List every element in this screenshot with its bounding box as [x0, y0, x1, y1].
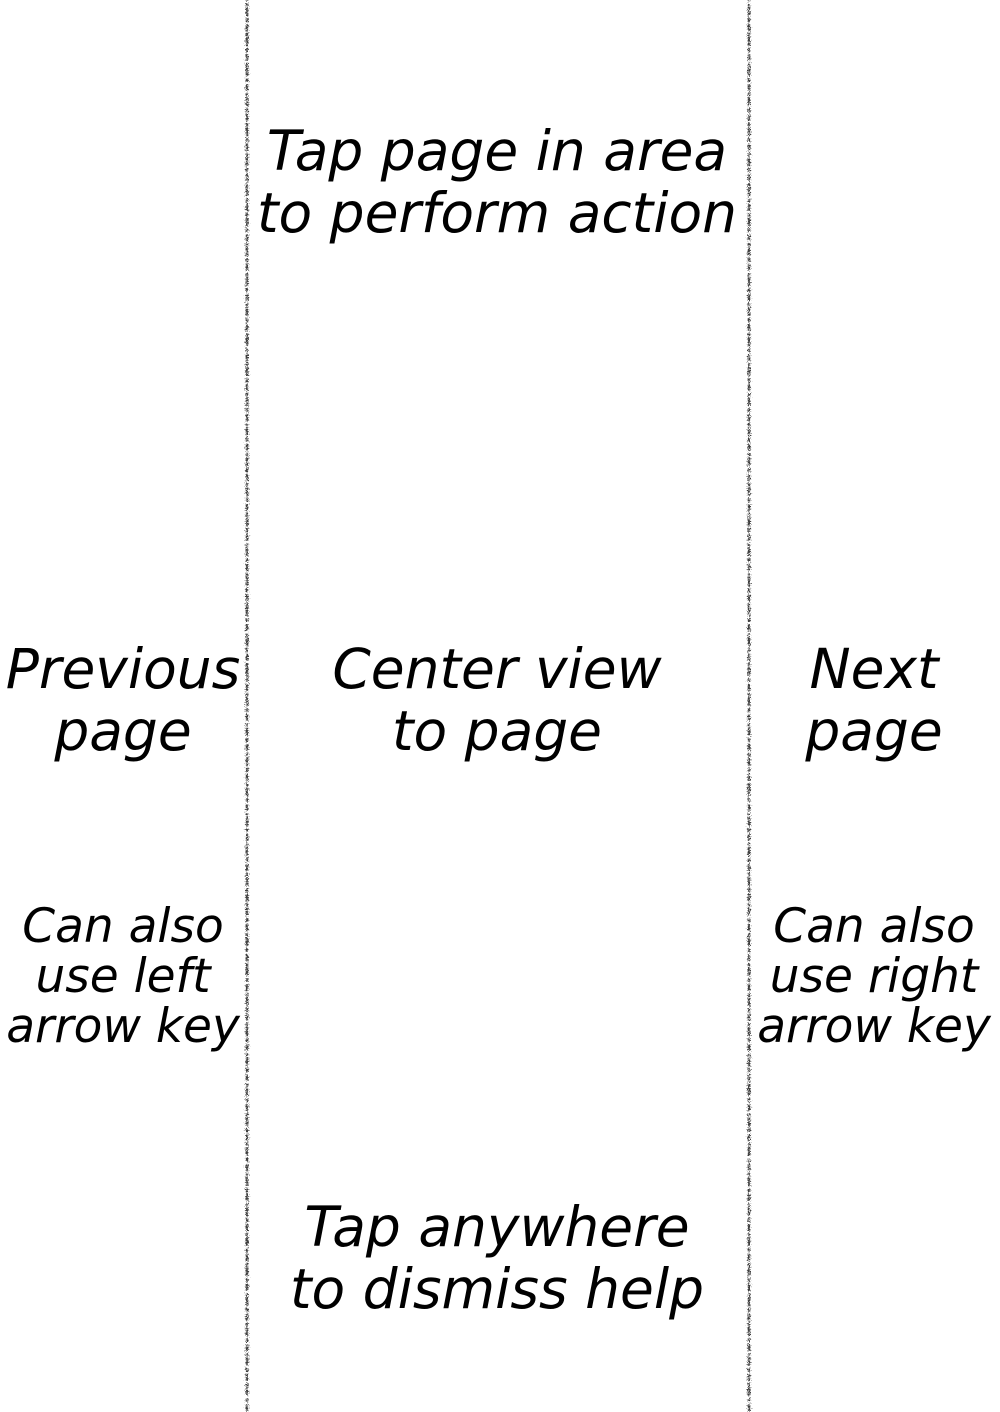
previous-page-label: Previous page	[5, 637, 241, 763]
next-page-label: Next page	[805, 637, 943, 763]
center-view-label: Center view to page	[332, 637, 662, 763]
tap-page-instruction: Tap page in area to perform action	[256, 119, 738, 245]
right-arrow-key-hint: Can also use right arrow key	[757, 899, 991, 1054]
left-arrow-key-hint: Can also use left arrow key	[6, 899, 240, 1054]
tap-zone-center-view[interactable]: Tap page in area to perform action Cente…	[246, 0, 748, 1412]
tap-zone-next-page[interactable]: Next page Can also use right arrow key	[748, 0, 1000, 1412]
tap-zone-previous-page[interactable]: Previous page Can also use left arrow ke…	[0, 0, 246, 1412]
dismiss-help-instruction: Tap anywhere to dismiss help	[289, 1195, 705, 1321]
